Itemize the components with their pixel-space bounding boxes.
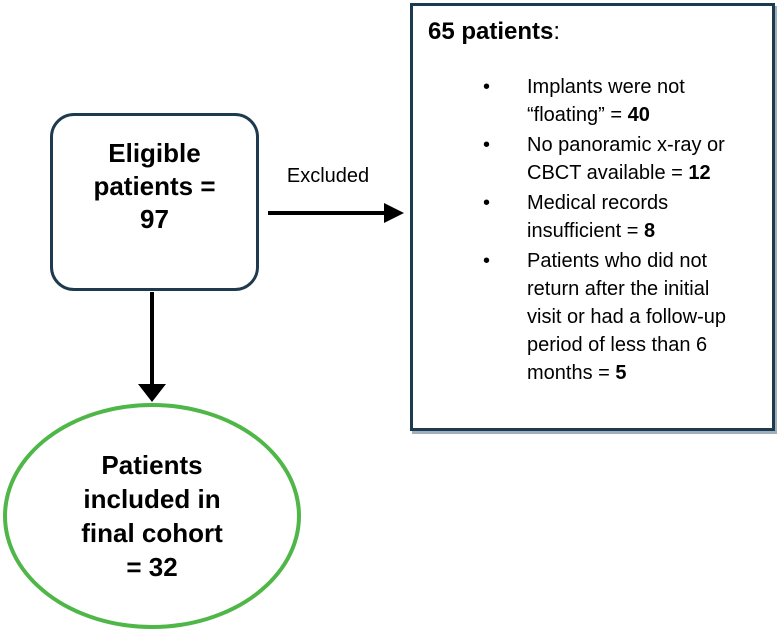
excluded-arrow-line <box>268 211 386 215</box>
exclusion-item: Implants were not “floating” = 40 <box>483 73 747 129</box>
final-cohort-label: Patients included in final cohort = 32 <box>81 450 223 582</box>
exclusion-list: Implants were not “floating” = 40No pano… <box>428 73 762 387</box>
exclusion-item: Medical records insufficient = 8 <box>483 189 747 245</box>
eligible-patients-label: Eligible patients = 97 <box>93 138 216 234</box>
down-arrow-head-icon <box>138 384 166 402</box>
exclusion-title-colon: : <box>553 18 561 45</box>
exclusion-item: No panoramic x-ray or CBCT available = 1… <box>483 131 747 187</box>
excluded-arrow-head-icon <box>384 203 404 223</box>
eligible-patients-box: Eligible patients = 97 <box>50 113 259 291</box>
exclusion-count: 65 patients <box>428 18 554 45</box>
excluded-arrow-label: Excluded <box>286 165 370 187</box>
final-cohort-ellipse: Patients included in final cohort = 32 <box>3 403 301 629</box>
exclusion-box-title: 65 patients: <box>428 17 762 47</box>
down-arrow-line <box>150 292 154 384</box>
exclusion-item: Patients who did not return after the in… <box>483 247 747 387</box>
exclusion-box: 65 patients: Implants were not “floating… <box>410 3 775 431</box>
